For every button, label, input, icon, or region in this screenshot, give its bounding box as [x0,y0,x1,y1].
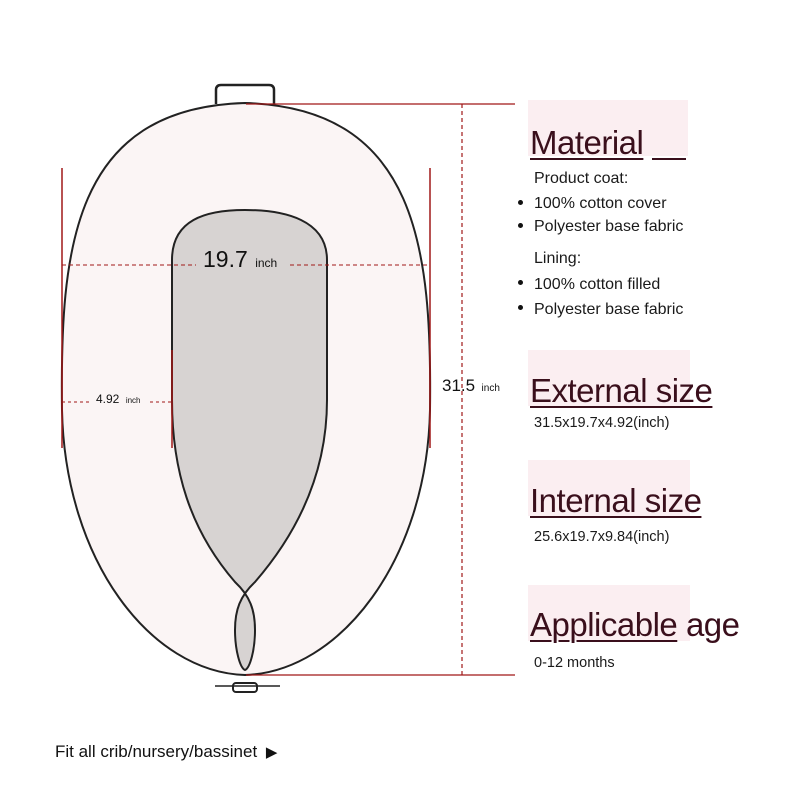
applicable-age-section: Applicable age 0-12 months [530,608,740,671]
material-heading-bg [528,100,688,156]
total-length-label: 31.5 inch [442,376,500,395]
material-heading: Material [530,124,687,161]
product-coat-label: Product coat: [534,170,629,187]
play-arrow-icon: ▶ [265,744,278,761]
footer-text: Fit all crib/nursery/bassinet [55,742,258,761]
age-heading-bg [528,585,690,641]
material-heading-rule [652,158,687,160]
product-coat-list: 100% cotton cover Polyester base fabric [518,192,686,238]
internal-size-section: Internal size 25.6x19.7x9.84(inch) [530,482,702,545]
bullet-icon [518,223,523,228]
bottom-strap [232,682,258,693]
internal-heading-bg [528,460,690,516]
lining-list: 100% cotton filled Polyester base fabric [518,272,686,322]
bullet-icon [518,305,523,310]
material-heading-text: Material [530,124,644,161]
applicable-age-value: 0-12 months [534,655,615,671]
internal-size-value: 25.6x19.7x9.84(inch) [534,529,670,545]
inner-width-label: 19.7 inch [203,246,277,272]
footer-caption: Fit all crib/nursery/bassinet ▶ [55,742,277,762]
material-section: Material Product coat: 100% cotton cover… [518,124,687,322]
external-size-value: 31.5x19.7x4.92(inch) [534,415,670,431]
applicable-age-heading: Applicable age [530,606,740,643]
list-item: 100% cotton filled [518,272,686,297]
bullet-icon [518,280,523,285]
external-size-heading: External size [530,372,713,409]
list-item: Polyester base fabric [518,297,686,322]
list-item: 100% cotton cover [518,192,686,215]
external-size-section: External size 31.5x19.7x4.92(inch) [530,372,713,431]
inner-lying-area [171,208,328,672]
external-heading-bg [528,350,690,406]
top-handle [214,83,276,104]
list-item: Polyester base fabric [518,215,686,238]
internal-size-heading: Internal size [530,482,702,519]
lining-label: Lining: [534,250,582,267]
bullet-icon [518,200,523,205]
side-thickness-label: 4.92 inch [96,390,141,407]
